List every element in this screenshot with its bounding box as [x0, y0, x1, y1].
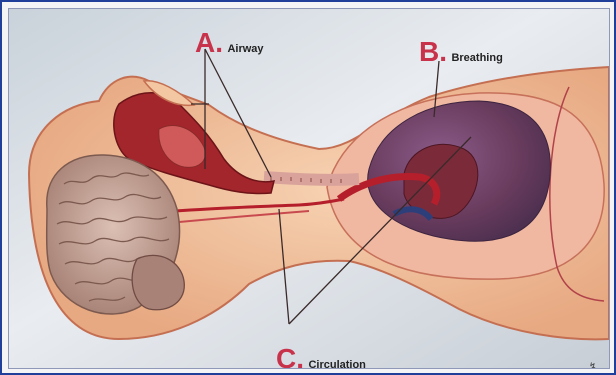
label-text-circulation: Circulation	[308, 359, 365, 369]
anatomy-illustration	[9, 9, 609, 368]
label-letter-c: C.	[276, 343, 304, 369]
label-circulation: C. Circulation	[276, 345, 366, 369]
label-text-airway: Airway	[227, 43, 263, 55]
label-text-breathing: Breathing	[451, 52, 502, 64]
corner-mark-icon: ↯	[589, 361, 597, 369]
label-letter-a: A.	[195, 27, 223, 58]
label-letter-b: B.	[419, 36, 447, 67]
label-airway: A. Airway	[195, 29, 264, 57]
label-breathing: B. Breathing	[419, 38, 503, 66]
figure-panel: A. Airway B. Breathing C. Circulation ↯	[8, 8, 610, 369]
